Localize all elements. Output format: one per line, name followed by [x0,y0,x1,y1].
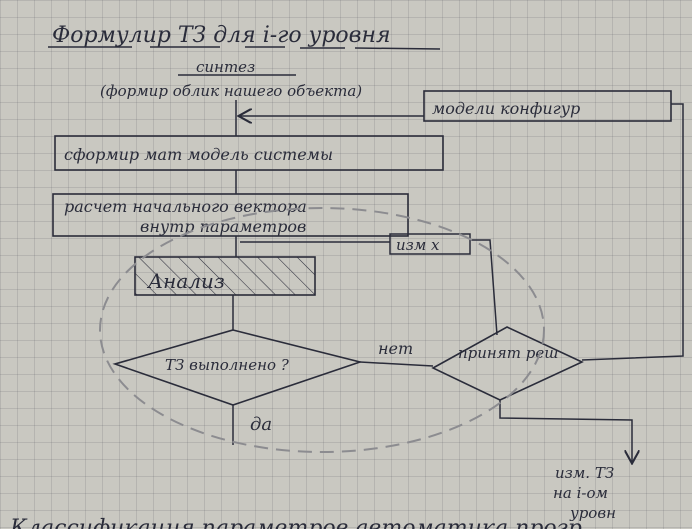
edge-label-yes: да [250,414,272,435]
edge-decision-to-change-x [470,239,498,336]
edge-decision-to-change-tz [499,400,632,462]
change-tz-label-1: изм. ТЗ [555,464,614,482]
edge-label-no: нет [378,339,413,358]
change-tz-label-3: уровн [569,504,616,522]
bottom-caption: Классификация параметров автоматика прог… [9,516,582,529]
analysis-label: Анализ [146,269,225,293]
change-x-box [389,233,471,255]
title-underline [48,46,441,50]
synthesis-subtitle: (формир облик нашего объекта) [100,82,362,100]
math-model-box [54,135,444,171]
calc-vector-label-1: расчет начального вектора [64,197,307,216]
tz-decision-label: ТЗ выполнено ? [165,356,290,374]
calc-vector-box [52,193,409,237]
calc-vector-label-2: внутр параметров [140,217,306,236]
change-tz-label-2: на i-ом [553,484,608,502]
analysis-box [134,256,316,296]
iteration-loop-outline [99,207,545,453]
make-decision-diamond [431,326,584,401]
change-x-label: изм х [396,236,440,254]
edge-decision-to-config [581,103,684,361]
synthesis-label: синтез [196,58,255,76]
diagram-title: Формулир ТЗ для i-го уровня [52,23,391,48]
math-model-label: сформир мат модель системы [64,145,333,164]
model-config-box [423,90,672,122]
model-config-label: модели конфигур [432,99,580,118]
make-decision-label-1: принят реш [458,344,558,362]
edge-tz-no [359,361,434,367]
